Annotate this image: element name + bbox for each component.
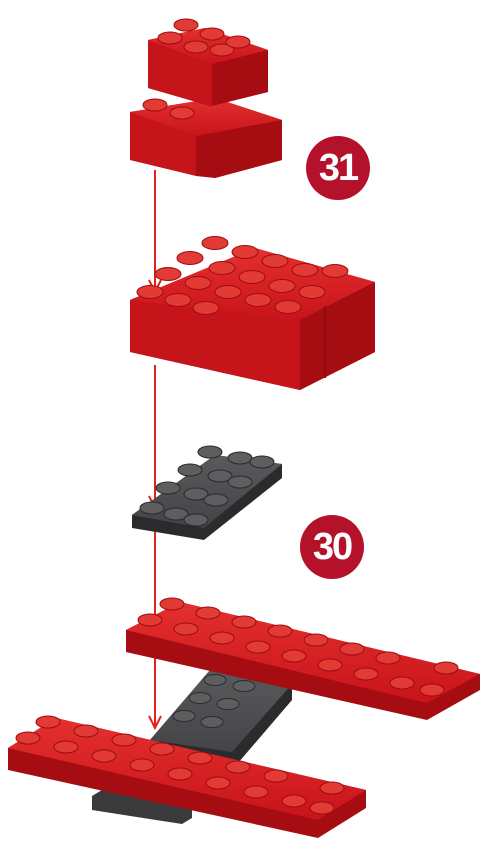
plate-2x8-icon [126,598,480,720]
brick-2x2-icon [143,19,268,119]
brick-4x4-icon [130,237,375,391]
step-number-badge: 31 [306,136,370,200]
step-number-badge: 30 [300,515,364,579]
step-number: 30 [313,526,351,569]
step-number: 31 [319,147,357,190]
